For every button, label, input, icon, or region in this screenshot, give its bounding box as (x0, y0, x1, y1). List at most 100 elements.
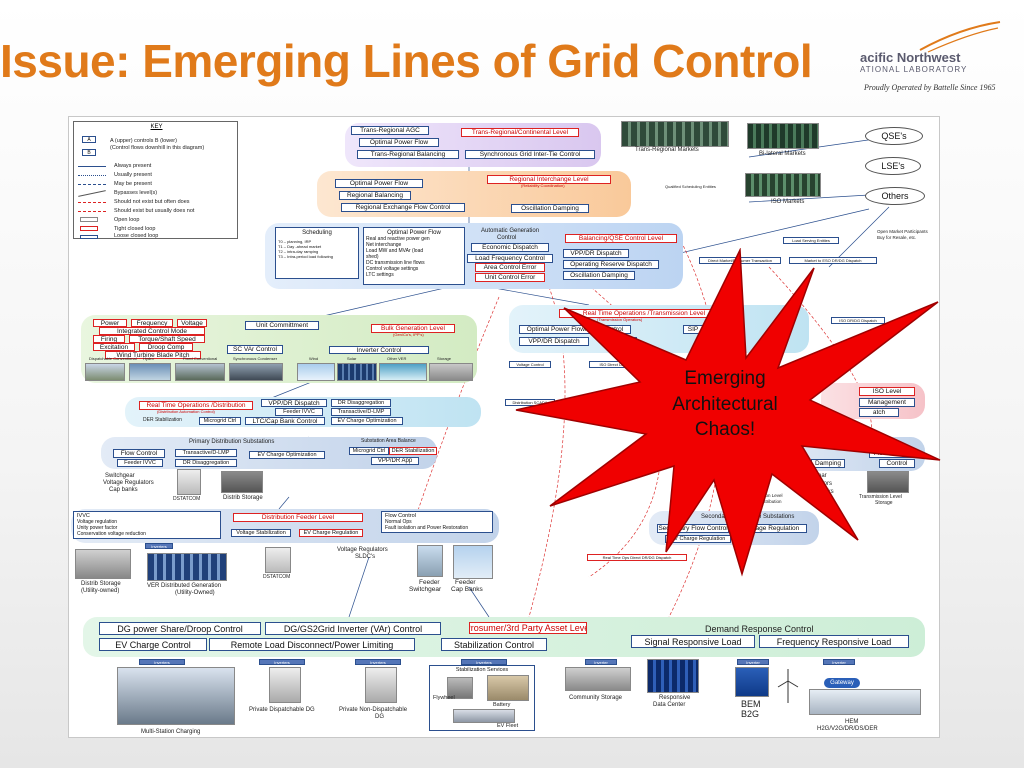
bulk-generation-sub: (Gen/Co's, IPP's) (393, 332, 424, 337)
primary-microgrid: Microgrid Ctrl (349, 447, 389, 455)
droop-comp: Droop Comp (139, 343, 193, 351)
wind-image (297, 363, 335, 381)
primary-ev-charge-opt: EV Charge Optimization (249, 451, 325, 459)
trans-regional-markets-image (621, 121, 729, 147)
feeder-storage-label-2: (Utility-owned) (81, 588, 120, 594)
regional-opf: Optimal Power Flow (335, 179, 423, 188)
remote-load-disconnect: Remote Load Disconnect/Power Limiting (209, 638, 415, 651)
key-label-should: Should exist but usually does not (114, 208, 195, 214)
battery-image (487, 675, 529, 701)
rt-transmission-sub: (Transmission Operators) (597, 317, 643, 322)
agc-title: Automatic Generation (481, 228, 540, 234)
load-frequency-control: Load Frequency Control (467, 254, 553, 263)
rt-dist-feeder-ivvc: Feeder IVVC (275, 408, 323, 416)
frequency-responsive-load: Frequency Responsive Load (759, 635, 909, 648)
legend-key: KEY A B A (upper) controls B (lower) (Co… (73, 121, 238, 239)
key-line-may (78, 184, 106, 185)
primary-dstatcom-image (177, 469, 201, 495)
ev-fleet-label: EV Fleet (497, 723, 519, 729)
iso-dispatch-partial: atch (859, 408, 899, 417)
hydro-image (129, 363, 171, 381)
bilateral-markets-image (747, 123, 819, 149)
trans-regional-opf: Optimal Power Flow (359, 138, 439, 147)
transmission-level-label: Transmission Level (859, 494, 902, 500)
rt-opf-flow-control: Optimal Power Flow/Flow Control (519, 325, 631, 334)
substation-area-balance: Substation Area Balance (361, 438, 416, 444)
bem-inverter-tag: Inverter (737, 659, 769, 665)
chaos-starburst-icon (515, 248, 941, 577)
key-box-a: A (82, 136, 96, 143)
key-label-usually: Usually present (114, 172, 152, 178)
feeder-distrib-storage-image (75, 549, 131, 579)
data-center-label: Responsive (659, 695, 691, 701)
key-line-should (78, 211, 106, 212)
regional-exchange-flow: Regional Exchange Flow Control (341, 203, 465, 212)
primary-transactive: Transactive/D-LMP (175, 449, 237, 457)
iso-level-label: ISO Level (859, 387, 915, 396)
dg-inverter-var: DG/GS2Grid Inverter (VAr) Control (265, 622, 441, 635)
key-line-usually (78, 175, 106, 176)
private-non-dispatchable-dg-label-2: DG (375, 714, 384, 720)
opf-line-4: DC transmission line flows (366, 260, 425, 266)
sched-line-1: T1 – Day -ahead market (278, 244, 322, 249)
trans-level-partial: ission Level (759, 493, 783, 498)
b2g-label: B2G (741, 709, 760, 719)
rt-dist-ev-charge-opt: EV Charge Optimization (331, 417, 403, 425)
bulk-voltage: Voltage (177, 319, 207, 327)
voltage-control: Voltage Control (509, 361, 551, 368)
community-storage-label: Community Storage (569, 695, 623, 701)
sched-line-2: T2 – intra-day ramping (278, 249, 319, 254)
opf-line-0: Real and reactive power gen (366, 236, 430, 242)
battery-label: Battery (493, 702, 511, 708)
sched-line-3: T3 – Intra-period load following (278, 254, 333, 259)
key-label-loose: Loose closed loop (114, 233, 159, 239)
vpp-dr-app: VPP/DR App (371, 457, 419, 465)
feeder-cap-banks-label: Feeder (455, 579, 476, 586)
trans-regional-markets-label: Trans-Regional Markets (635, 147, 699, 153)
slide-title: Issue: Emerging Lines of Grid Control (0, 35, 813, 87)
chaos-line-2: Architectural (672, 393, 778, 415)
private-dispatchable-dg-image (269, 667, 301, 703)
logo-name: acific Northwest (860, 50, 961, 65)
opf-line-1: Net interchange (366, 242, 402, 248)
unit-commitment: Unit Committment (245, 321, 319, 330)
prosumer-inverters-tag-3: Inverters (355, 659, 401, 665)
primary-voltage-regulators: Voltage Regulators (103, 480, 154, 486)
private-dispatchable-dg-label: Private Dispatchable DG (249, 707, 315, 713)
opf-line-2: Load MW and MVAr (load (366, 248, 424, 254)
demand-response-control: Demand Response Control (705, 624, 814, 634)
key-box-tight (80, 226, 98, 231)
ver-dg-image (147, 553, 227, 581)
hem-label-2: H2G/V2G/DR/DS/DER (817, 726, 878, 732)
rt-dist-transactive: Transactive/D-LMP (331, 408, 391, 416)
key-label-always: Always present (114, 163, 152, 169)
iso-management: Management (859, 398, 915, 407)
dg-power-share: DG power Share/Droop Control (99, 622, 261, 635)
pic-label-hydro: Hydro (143, 356, 154, 361)
prosumer-label: Prosumer/3rd Party Asset Level (469, 622, 587, 634)
ivvc-item-1: Unity power factor (77, 525, 118, 531)
primary-right-control: Control (879, 459, 915, 468)
bilateral-markets-label: Bi-lateral Markets (759, 151, 806, 157)
primary-dr-disaggregation: DR Disaggregation (175, 459, 237, 467)
flywheel-image (447, 677, 473, 699)
feeder-cap-banks-image (453, 545, 493, 579)
signal-responsive-load: Signal Responsive Load (631, 635, 755, 648)
feeder-flow-title: Flow Control (385, 513, 416, 519)
feeder-dstatcom-image (265, 547, 291, 573)
rt-dist-dr-disaggregation: DR Disaggregation (331, 399, 391, 407)
bulk-firing: Firing (93, 335, 125, 343)
feeder-ev-charge-regulation: EV Charge Regulation (299, 529, 363, 537)
key-title: KEY (150, 124, 163, 130)
key-controls-note: (Control flows downhill in this diagram) (110, 145, 205, 151)
agc-title-2: Control (497, 235, 517, 241)
hem-inverter-tag: Inverter (823, 659, 855, 665)
bas-oscillation-damping: Oscillation Damping (563, 271, 635, 280)
ver-dg-label-2: (Utility-Owned) (175, 590, 215, 596)
regional-interchange-sub: (Reliability Coordination) (521, 183, 565, 188)
multi-station-charging-image (117, 667, 235, 725)
qualified-scheduling-entities: Qualified Scheduling Entities (665, 184, 716, 189)
inverter-control: Inverter Control (329, 346, 429, 354)
stabilization-services-title: Stabilization Services (455, 667, 509, 673)
operating-reserve-dispatch: Operating Reserve Dispatch (563, 260, 659, 269)
